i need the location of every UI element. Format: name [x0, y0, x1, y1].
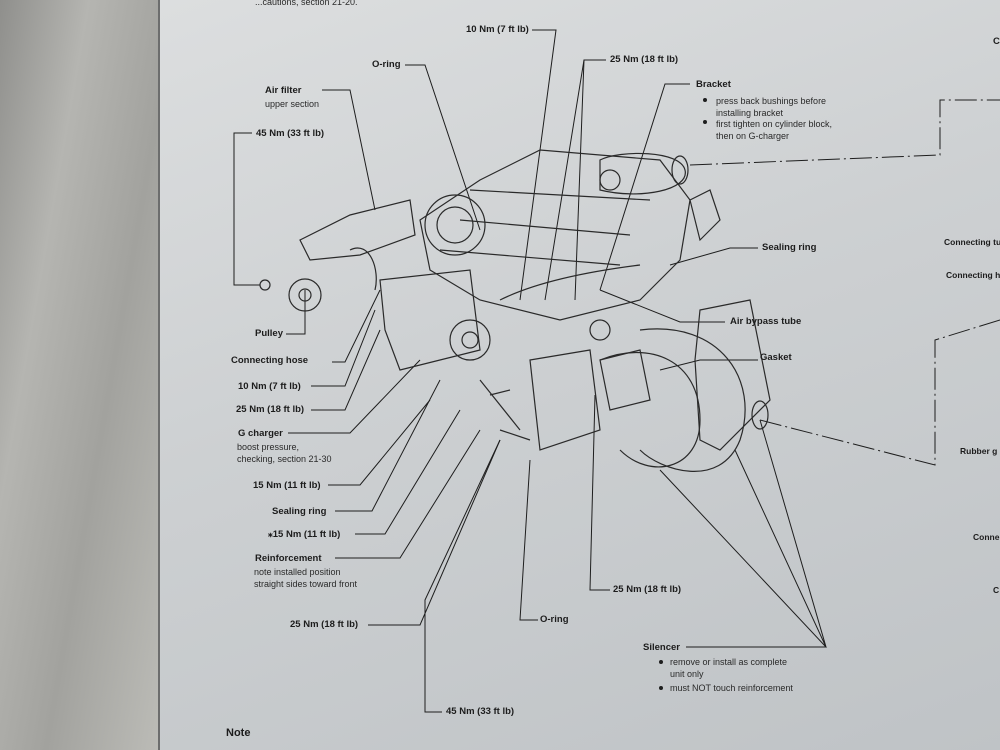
right-edge-label: C — [993, 585, 1000, 595]
leader-line — [328, 399, 431, 486]
manual-page — [158, 0, 1000, 750]
note-heading: Note — [226, 727, 251, 739]
fabric-background — [0, 0, 165, 750]
leader-line — [311, 329, 381, 411]
bullet — [703, 120, 707, 124]
leader-line — [355, 409, 461, 535]
label-g-charger-sub: boost pressure, checking, section 21-30 — [237, 441, 332, 465]
leader-line — [659, 359, 758, 371]
leader-line — [322, 89, 376, 211]
leader-line — [519, 459, 538, 621]
label-air-filter-sub: upper section — [265, 99, 320, 109]
leader-line — [424, 439, 501, 713]
label-g-charger: G charger — [238, 428, 283, 439]
leader-line — [233, 132, 260, 286]
label-reinforcement: Reinforcement — [255, 553, 322, 564]
label-torque-25-left: 25 Nm (18 ft lb) — [236, 404, 305, 415]
bracket-note-2: first tighten on cylinder block, then on… — [716, 119, 833, 141]
dash-dot-line — [689, 99, 1000, 466]
leader-line — [574, 59, 606, 301]
g-charger-sub-line: checking, section 21-30 — [237, 454, 332, 464]
leader-line — [519, 29, 557, 301]
label-torque-10-left: 10 Nm (7 ft lb) — [238, 381, 301, 392]
label-silencer: Silencer — [643, 642, 680, 653]
bullet — [659, 660, 663, 664]
label-torque-45-bottom: 45 Nm (33 ft lb) — [446, 706, 515, 717]
label-torque-25-top: 25 Nm (18 ft lb) — [610, 54, 679, 65]
engine-illustration — [259, 149, 771, 472]
label-air-filter: Air filter — [265, 85, 302, 96]
leader-line — [589, 394, 610, 591]
label-air-bypass-tube: Air bypass tube — [730, 316, 802, 327]
label-torque-25-bottom-left: 25 Nm (18 ft lb) — [290, 619, 359, 630]
header-fragment: ...cautions, section 21-20. — [255, 0, 358, 7]
bullet — [703, 98, 707, 102]
bullet — [659, 686, 663, 690]
label-torque-15-a: 15 Nm (11 ft lb) — [253, 480, 321, 491]
leader-line — [288, 359, 421, 434]
leader-line — [659, 419, 828, 648]
label-torque-15-b: ⁎15 Nm (11 ft lb) — [268, 529, 341, 540]
label-gasket: Gasket — [760, 352, 792, 363]
leader-line — [335, 429, 481, 559]
bracket-note-1: press back bushings before installing br… — [716, 96, 827, 118]
leader-line — [405, 64, 481, 231]
right-edge-label: C — [993, 36, 1000, 47]
label-sealing-ring-left: Sealing ring — [272, 506, 327, 517]
leader-line — [368, 439, 501, 626]
silencer-note-1: remove or install as complete unit only — [670, 657, 788, 679]
leader-line — [544, 59, 606, 301]
right-edge-label: Rubber g — [960, 446, 998, 456]
leader-line — [332, 289, 381, 363]
bullet-dots — [659, 98, 707, 690]
right-edge-label: Connecting tu — [944, 237, 1000, 247]
leader-line — [335, 379, 441, 512]
label-torque-45-top: 45 Nm (33 ft lb) — [256, 128, 325, 139]
label-torque-10-top: 10 Nm (7 ft lb) — [466, 24, 529, 35]
label-torque-25-bottom-right: 25 Nm (18 ft lb) — [613, 584, 682, 595]
label-connecting-hose: Connecting hose — [231, 355, 309, 366]
silencer-note-2: must NOT touch reinforcement — [670, 683, 793, 693]
right-edge-label: Conne — [973, 532, 1000, 542]
label-pulley: Pulley — [255, 328, 283, 339]
leader-line — [669, 247, 758, 266]
leader-line — [311, 309, 376, 387]
leader-line — [599, 83, 690, 291]
reinforcement-sub-line: straight sides toward front — [254, 579, 358, 589]
leader-line — [286, 290, 306, 335]
label-bracket: Bracket — [696, 79, 731, 90]
g-charger-sub-line: boost pressure, — [237, 442, 300, 452]
reinforcement-sub-line: note installed position — [254, 567, 341, 577]
leader-line — [599, 289, 725, 323]
label-sealing-ring-right: Sealing ring — [762, 242, 817, 253]
label-reinforcement-sub: note installed position straight sides t… — [254, 566, 357, 590]
label-o-ring-top: O-ring — [372, 59, 401, 70]
right-edge-label: Connecting h — [946, 270, 1000, 280]
label-o-ring-bottom: O-ring — [540, 614, 569, 625]
